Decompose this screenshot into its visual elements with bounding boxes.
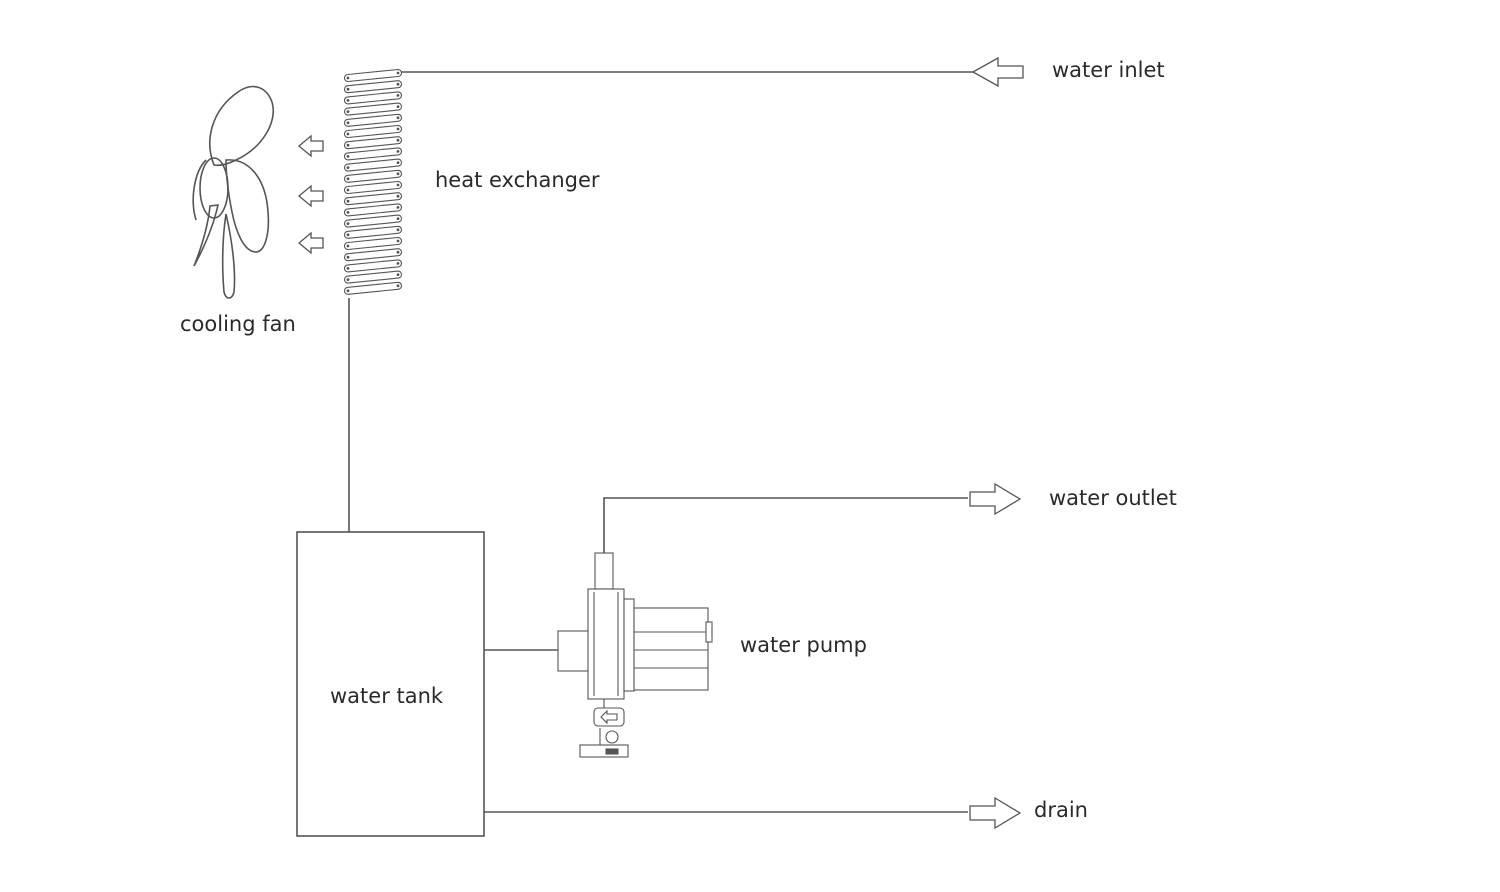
coil-joint <box>346 99 350 102</box>
coil-joint <box>346 233 350 237</box>
inlet-arrow-icon <box>971 56 1024 88</box>
coil-turn <box>343 102 403 116</box>
coil-turn <box>343 214 403 228</box>
heat-exchanger-label: heat exchanger <box>435 170 600 192</box>
coil-turn <box>343 270 403 284</box>
coil-turn <box>343 147 403 161</box>
water-outlet-label: water outlet <box>1049 488 1177 510</box>
coil-turn <box>343 180 403 195</box>
water-tank-label: water tank <box>330 686 444 708</box>
coil-joint <box>346 188 350 192</box>
water-pump-label-box: water pump <box>740 635 867 657</box>
coil-joint <box>396 217 400 221</box>
coil-turn <box>343 68 403 83</box>
coil-joint <box>396 273 400 276</box>
coil-joint <box>396 105 400 108</box>
coil-turn <box>343 203 403 217</box>
cooling-fan-label-box: cooling fan <box>180 314 296 336</box>
coil-turn <box>343 113 403 127</box>
coil-turn <box>343 80 403 94</box>
coil-joint <box>346 87 350 91</box>
coil-joint <box>396 82 400 86</box>
water-outlet-label-box: water outlet <box>1049 488 1177 510</box>
coil-turn <box>343 169 403 183</box>
coil-joint <box>346 244 350 248</box>
coil-turn <box>343 158 403 172</box>
drain-label-box: drain <box>1034 800 1088 822</box>
coil-turn <box>343 192 403 206</box>
drain-label: drain <box>1034 800 1088 822</box>
coil-joint <box>346 278 350 281</box>
airflow-arrow-icon <box>297 184 324 208</box>
coil-joint <box>396 116 400 120</box>
coil-joint <box>396 161 400 165</box>
water-inlet-label: water inlet <box>1052 60 1165 82</box>
water-pump-label: water pump <box>740 635 867 657</box>
coil-turn <box>343 281 403 295</box>
coil-joint <box>346 211 350 214</box>
water-tank <box>296 531 485 837</box>
coil-turn <box>343 225 403 239</box>
coil-joint <box>396 138 400 142</box>
coil-turn <box>343 136 403 150</box>
coil-joint <box>396 228 400 232</box>
coil-turn <box>343 259 403 273</box>
coil-joint <box>396 262 400 265</box>
coil-joint <box>346 110 350 113</box>
airflow-arrow-icon <box>297 231 324 255</box>
coil-joint <box>396 127 400 131</box>
coil-joint <box>346 255 350 259</box>
outlet-pipe <box>603 497 968 553</box>
cooling-fan-label: cooling fan <box>180 314 296 336</box>
coil-joint <box>396 206 400 209</box>
coil-joint <box>346 76 350 80</box>
pipes <box>348 71 975 813</box>
outlet-arrow-icon <box>969 482 1022 516</box>
coil-joint <box>396 150 400 153</box>
coil-joint <box>396 183 400 187</box>
coil-joint <box>346 121 350 125</box>
coil-joint <box>396 194 400 198</box>
coil-turn <box>343 91 403 105</box>
coil-joint <box>346 132 350 136</box>
cooling-fan-icon <box>192 85 275 299</box>
heat-exchanger-label-box: heat exchanger <box>435 170 600 192</box>
coil-joint <box>346 177 350 181</box>
heat-exchanger-icon <box>343 68 403 295</box>
coil-turn <box>343 236 403 251</box>
coil-joint <box>396 250 400 254</box>
drain-arrow-icon <box>969 796 1022 830</box>
airflow-arrows <box>297 134 324 255</box>
coil-joint <box>396 284 400 288</box>
water-tank-label-box: water tank <box>330 686 444 708</box>
coil-turn <box>343 248 403 262</box>
coil-joint <box>346 143 350 147</box>
coil-joint <box>396 94 400 97</box>
water-pump-icon <box>557 552 713 758</box>
coil-joint <box>346 199 350 203</box>
coil-joint <box>346 267 350 270</box>
coil-joint <box>346 166 350 170</box>
coil-joint <box>346 222 350 226</box>
coil-joint <box>396 71 400 75</box>
coil-turn <box>343 124 403 139</box>
coil-joint <box>346 155 350 158</box>
water-inlet-label-box: water inlet <box>1052 60 1165 82</box>
airflow-arrow-icon <box>297 134 324 158</box>
coil-joint <box>346 289 350 293</box>
coil-joint <box>396 239 400 243</box>
coil-joint <box>396 172 400 176</box>
